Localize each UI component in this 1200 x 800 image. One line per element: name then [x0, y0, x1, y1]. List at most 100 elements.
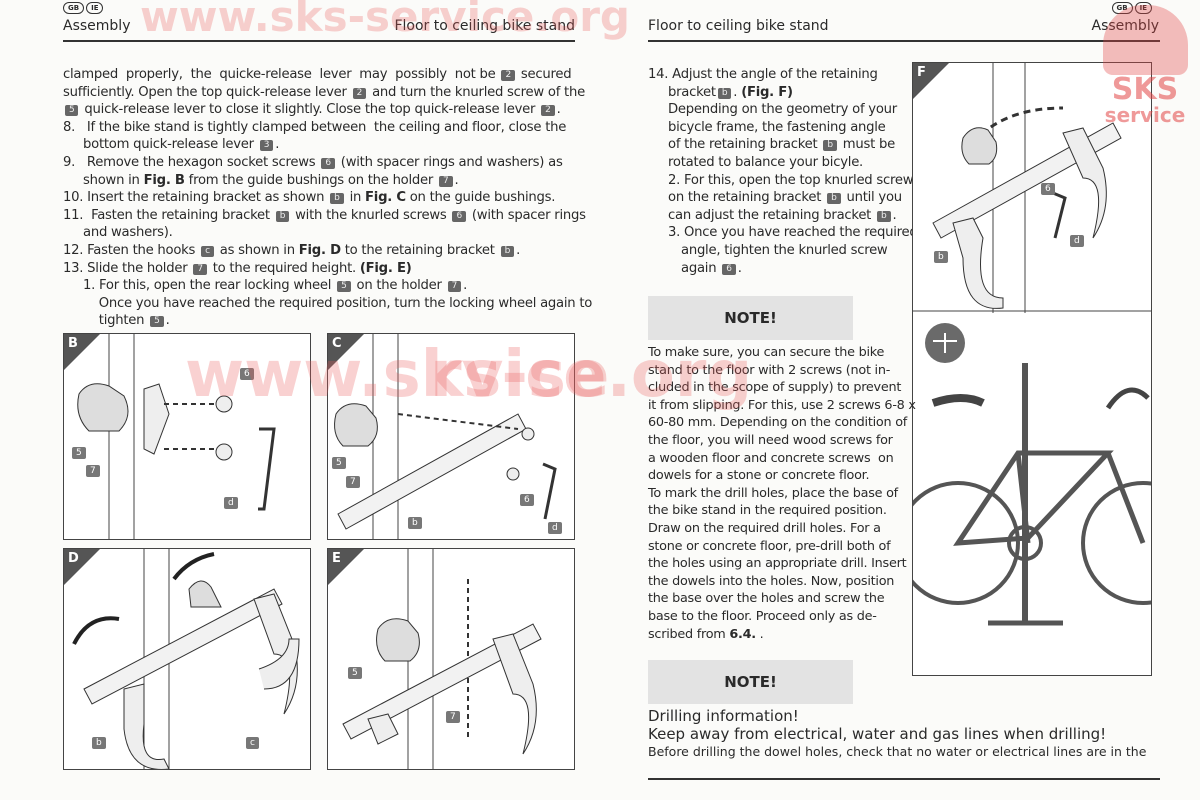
part-reference-badge: b	[823, 140, 837, 152]
part-label: 6	[520, 494, 534, 506]
footer-divider	[648, 778, 1160, 780]
part-label: 5	[72, 447, 86, 459]
text-run: .	[737, 260, 742, 276]
figure-d-drawing	[72, 549, 300, 769]
text-run: on the guide bushings.	[405, 190, 556, 206]
part-label: 6	[240, 368, 254, 380]
figure-reference: (Fig. F)	[741, 84, 793, 100]
text-run: angle, tighten the knurled screw	[681, 242, 888, 258]
text-line: 10. Insert the retaining bracket as show…	[63, 189, 592, 207]
text-run: .	[275, 137, 280, 153]
text-run: cluded in the scope of supply) to preven…	[648, 380, 902, 396]
text-run: dowels for a stone or concrete floor.	[648, 468, 870, 484]
figure-reference: 6.4.	[729, 626, 756, 642]
text-run: to the retaining bracket	[340, 242, 499, 258]
figure-d: D b c	[63, 548, 311, 770]
text-run: in	[345, 190, 366, 206]
part-reference-badge: b	[877, 210, 891, 222]
part-label: 5	[348, 667, 362, 679]
text-run: .	[516, 242, 521, 258]
text-run: Once you have reached the required posit…	[83, 295, 593, 311]
figure-reference: Fig. C	[365, 190, 406, 206]
text-run: To make sure, you can secure the bike	[648, 345, 885, 360]
assembly-steps-text: clamped properly, the quicke-release lev…	[63, 66, 592, 330]
text-run: the dowels into the holes. Now, position	[648, 573, 895, 589]
text-run: a wooden floor and concrete screws on	[648, 450, 894, 466]
figure-b-drawing	[77, 334, 276, 539]
country-code: GB	[1111, 2, 1133, 14]
text-run: 10. Insert the retaining bracket as show…	[63, 190, 329, 206]
text-run: 9. Remove the hexagon socket screws	[63, 154, 320, 170]
text-line: a wooden floor and concrete screws on	[648, 450, 916, 468]
text-line: To mark the drill holes, place the base …	[648, 485, 916, 503]
part-reference-badge: 2	[352, 87, 367, 99]
figure-reference: Fig. D	[298, 242, 341, 258]
part-label: b	[934, 251, 948, 263]
text-run: 11. Fasten the retaining bracket	[63, 207, 274, 223]
part-reference-badge: 6	[722, 263, 736, 275]
text-run: (with spacer rings and washers) as	[336, 154, 563, 170]
text-run: .	[755, 626, 764, 642]
text-run: shown in	[83, 172, 144, 188]
part-label: 5	[332, 457, 346, 469]
text-run: with the knurled screws	[291, 207, 451, 223]
text-run: again	[681, 260, 721, 276]
part-reference-badge: 5	[65, 105, 79, 117]
text-run: until you	[842, 190, 902, 206]
part-reference-badge: 5	[337, 281, 351, 293]
text-line: can adjust the retaining bracket b.	[648, 207, 918, 225]
figure-c: C 5 7 b 6 d	[327, 333, 575, 540]
part-reference-badge: 7	[193, 263, 207, 275]
text-run: 13. Slide the holder	[63, 260, 192, 276]
text-run: .	[165, 313, 170, 329]
header-divider	[63, 40, 575, 42]
text-run: (with spacer rings	[467, 207, 586, 223]
text-run: 12. Fasten the hooks	[63, 242, 200, 258]
figure-e-drawing	[342, 549, 542, 769]
text-run: clamped properly, the quicke-release lev…	[63, 67, 500, 82]
part-reference-badge: b	[717, 87, 732, 99]
text-run: it from slipping. For this, use 2 screws…	[648, 397, 916, 413]
text-line: 12. Fasten the hooks c as shown in Fig. …	[63, 242, 592, 260]
text-run: rotated to balance your bicyle.	[668, 154, 863, 170]
country-code: IE	[86, 2, 104, 14]
text-run: .	[733, 84, 742, 100]
text-line: of the retaining bracket b must be	[648, 136, 918, 154]
text-line: 3. Once you have reached the required	[648, 224, 918, 242]
figure-b: B 6 5 7 d	[63, 333, 311, 540]
country-code: GB	[63, 2, 85, 14]
part-label: 7	[346, 476, 360, 488]
part-reference-badge: 3	[259, 140, 274, 152]
text-line: sufficiently. Open the top quick-release…	[63, 84, 592, 102]
section-heading: Assembly	[1091, 18, 1159, 34]
text-line: the dowels into the holes. Now, position	[648, 573, 916, 591]
text-run: on the holder	[352, 278, 446, 294]
text-line: tighten 5.	[63, 312, 592, 330]
figure-f-drawing	[913, 63, 1151, 626]
page-title: Floor to ceiling bike stand	[394, 18, 575, 34]
drilling-warning: Keep away from electrical, water and gas…	[648, 725, 1107, 743]
text-line: stand to the floor with 2 screws (not in…	[648, 362, 916, 380]
text-run: Depending on the geometry of your	[668, 102, 897, 118]
part-reference-badge: 2	[541, 105, 555, 117]
text-run: bicycle frame, the fastening angle	[668, 119, 886, 135]
figure-letter: B	[68, 336, 78, 351]
country-code: IE	[1134, 2, 1152, 14]
part-reference-badge: 5	[150, 316, 164, 328]
text-line: 13. Slide the holder 7 to the required h…	[63, 260, 592, 278]
text-line: To make sure, you can secure the bike	[648, 344, 916, 362]
part-label: d	[224, 497, 238, 509]
part-reference-badge: b	[827, 193, 841, 205]
text-line: the base over the holes and screw the	[648, 590, 916, 608]
text-line: 1. For this, open the rear locking wheel…	[63, 277, 592, 295]
text-line: 11. Fasten the retaining bracket b with …	[63, 207, 592, 225]
text-line: 2. For this, open the top knurled screw	[648, 172, 918, 190]
section-heading: Assembly	[63, 18, 131, 34]
text-run: the base over the holes and screw the	[648, 591, 885, 607]
figure-f: F 6 d b	[912, 62, 1152, 676]
